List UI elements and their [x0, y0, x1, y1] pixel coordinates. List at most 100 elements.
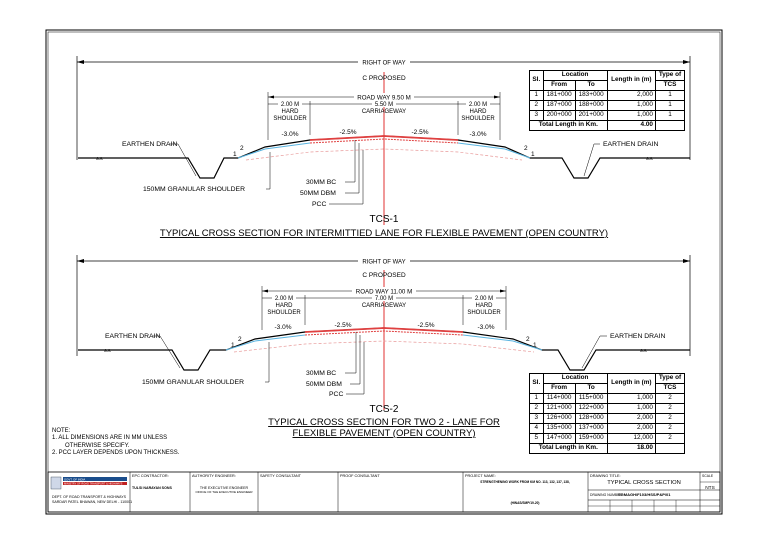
- dbm-label: 50MM DBM: [300, 190, 336, 197]
- col-from: From: [542, 80, 576, 91]
- grass-icon: ⩚⩚: [96, 156, 103, 162]
- section-2-title-line1: TYPICAL CROSS SECTION FOR TWO 2 - LANE F…: [268, 417, 500, 428]
- notes-block: NOTE: 1. ALL DIMENSIONS ARE IN MM UNLESS…: [52, 428, 179, 458]
- col-sl: SI.: [529, 70, 544, 91]
- outer-border: [45, 29, 723, 515]
- project-line2: (HINAS/SMP/19-20): [511, 501, 540, 505]
- pcc-label: PCC: [312, 201, 326, 208]
- carriageway-label: CARRIAGEWAY: [362, 109, 406, 115]
- shoulder-layer-right: [457, 142, 531, 159]
- slope-shoulder-right: -3.0%: [478, 324, 495, 331]
- client-govt: GOVT. OF INDIA: [64, 478, 85, 482]
- col-tcs: TCS: [654, 383, 686, 394]
- road-way-label: ROAD WAY 11.00 M: [356, 289, 413, 296]
- pcc-label: PCC: [329, 391, 343, 398]
- note-1-cont: OTHERWISE SPECIFY.: [65, 442, 130, 449]
- section-1: RIGHT OF WAY C PROPOSED ROAD WAY 9.50 M …: [76, 56, 691, 239]
- side-slope-2-right: 2: [524, 145, 528, 152]
- slope-carriage-left: -2.5%: [340, 129, 357, 136]
- location-table-1: SI. Location Length in (m) Type of From …: [529, 70, 686, 131]
- side-slope-1-left: 1: [231, 342, 235, 349]
- drawing-number-heading: DRAWING NUMBER:: [590, 493, 623, 497]
- slope-shoulder-right: -3.0%: [470, 131, 487, 138]
- client-department: DEPT. OF ROAD TRANSPORT & HIGHWAYS: [52, 495, 127, 499]
- section-2: RIGHT OF WAY C PROPOSED ROAD WAY 11.00 M…: [76, 255, 691, 439]
- note-1: 1. ALL DIMENSIONS ARE IN MM UNLESS: [52, 435, 168, 442]
- side-slope-1-right: 1: [531, 151, 535, 158]
- location-table-2: SI. Location Length in (m) Type of From …: [529, 373, 686, 454]
- col-length: Length in (m): [606, 373, 656, 394]
- granular-shoulder-label: 150MM GRANULAR SHOULDER: [143, 186, 245, 193]
- right-of-way-label: RIGHT OF WAY: [362, 61, 405, 67]
- granular-shoulder-label: 150MM GRANULAR SHOULDER: [142, 379, 244, 386]
- pavement-dbm: [304, 330, 464, 336]
- earthen-drain-right: EARTHEN DRAIN: [610, 333, 665, 340]
- earthen-drain-left: EARTHEN DRAIN: [122, 141, 177, 148]
- col-to: To: [574, 80, 608, 91]
- shoulder-label-left: SHOULDER: [267, 310, 301, 316]
- table-total-row: Total Length in Km. 4.00: [529, 120, 686, 131]
- hard-label-left: HARD: [281, 109, 299, 115]
- shoulder-layer-left: [237, 142, 311, 159]
- col-from: From: [542, 383, 576, 394]
- epc-name: TULSI NARAYAN SONS: [132, 486, 172, 490]
- section-2-title-line2: FLEXIBLE PAVEMENT (OPEN COUNTRY): [292, 428, 475, 439]
- slope-shoulder-left: -3.0%: [282, 131, 299, 138]
- project-line1: STRENGTHENING WORK FROM KM NO. 113, 132,…: [480, 480, 570, 484]
- project-heading: PROJECT NAME:: [465, 474, 496, 478]
- col-type-of: Type of: [654, 373, 686, 384]
- table-total-row: Total Length in Km. 18.00: [529, 443, 686, 454]
- side-slope-1-left: 1: [233, 151, 237, 158]
- col-location: Location: [542, 373, 608, 384]
- authority-line1: THE EXECUTIVE ENGINEER: [200, 486, 249, 490]
- section-1-title: TYPICAL CROSS SECTION FOR INTERMITTIED L…: [160, 228, 608, 239]
- col-to: To: [574, 383, 608, 394]
- hard-label-right: HARD: [475, 303, 493, 309]
- slope-carriage-right: -2.5%: [412, 129, 429, 136]
- pavement-top: [309, 135, 459, 141]
- shoulder-width-left: 2.00 M: [281, 102, 299, 108]
- client-address: SARDAR PATEL BHAWAN, NEW DELHI - 110001: [52, 500, 132, 504]
- pavement-dbm: [309, 138, 459, 144]
- shoulder-width-right: 2.00 M: [475, 296, 493, 302]
- shoulder-label-right: SHOULDER: [467, 310, 501, 316]
- c-proposed-label: C PROPOSED: [362, 272, 406, 279]
- shoulder-label-left: SHOULDER: [273, 116, 307, 122]
- col-length: Length in (m): [606, 70, 656, 91]
- shoulder-label-right: SHOULDER: [461, 116, 495, 122]
- shoulder-width-left: 2.00 M: [275, 296, 293, 302]
- notes-heading: NOTE:: [52, 428, 71, 434]
- proof-consultant-heading: PROOF CONSULTANT: [340, 474, 380, 478]
- shoulder-layer-right: [462, 334, 543, 351]
- note-2: 2. PCC LAYER DEPENDS UPON THICKNESS.: [52, 450, 180, 457]
- earthen-drain-left: EARTHEN DRAIN: [105, 333, 160, 340]
- pcc-layer: [233, 340, 535, 353]
- bc-label: 30MM BC: [306, 179, 336, 186]
- carriageway-width: 5.50 M: [375, 102, 393, 108]
- side-slope-2-left: 2: [240, 145, 244, 152]
- ministry-emblem: [50, 476, 62, 490]
- ministry-banner: [63, 477, 127, 481]
- shoulder-layer-left: [225, 334, 306, 351]
- tcs-1-label: TCS-1: [370, 214, 399, 225]
- shoulder-width-right: 2.00 M: [469, 102, 487, 108]
- c-proposed-label: C PROPOSED: [362, 75, 406, 82]
- pavement-top: [304, 327, 464, 333]
- slope-carriage-right: -2.5%: [418, 322, 435, 329]
- authority-heading: AUTHORITY ENGINEER:: [192, 474, 236, 478]
- carriageway-width: 7.00 M: [375, 296, 393, 302]
- client-ministry: MINISTRY OF ROAD TRANSPORT & HIGHWAYS: [64, 482, 123, 486]
- hard-label-left: HARD: [275, 303, 293, 309]
- hard-label-right: HARD: [469, 109, 487, 115]
- bc-label: 30MM BC: [306, 370, 336, 377]
- col-sl: SI.: [529, 373, 544, 394]
- grass-icon: ⩚⩚: [640, 348, 647, 354]
